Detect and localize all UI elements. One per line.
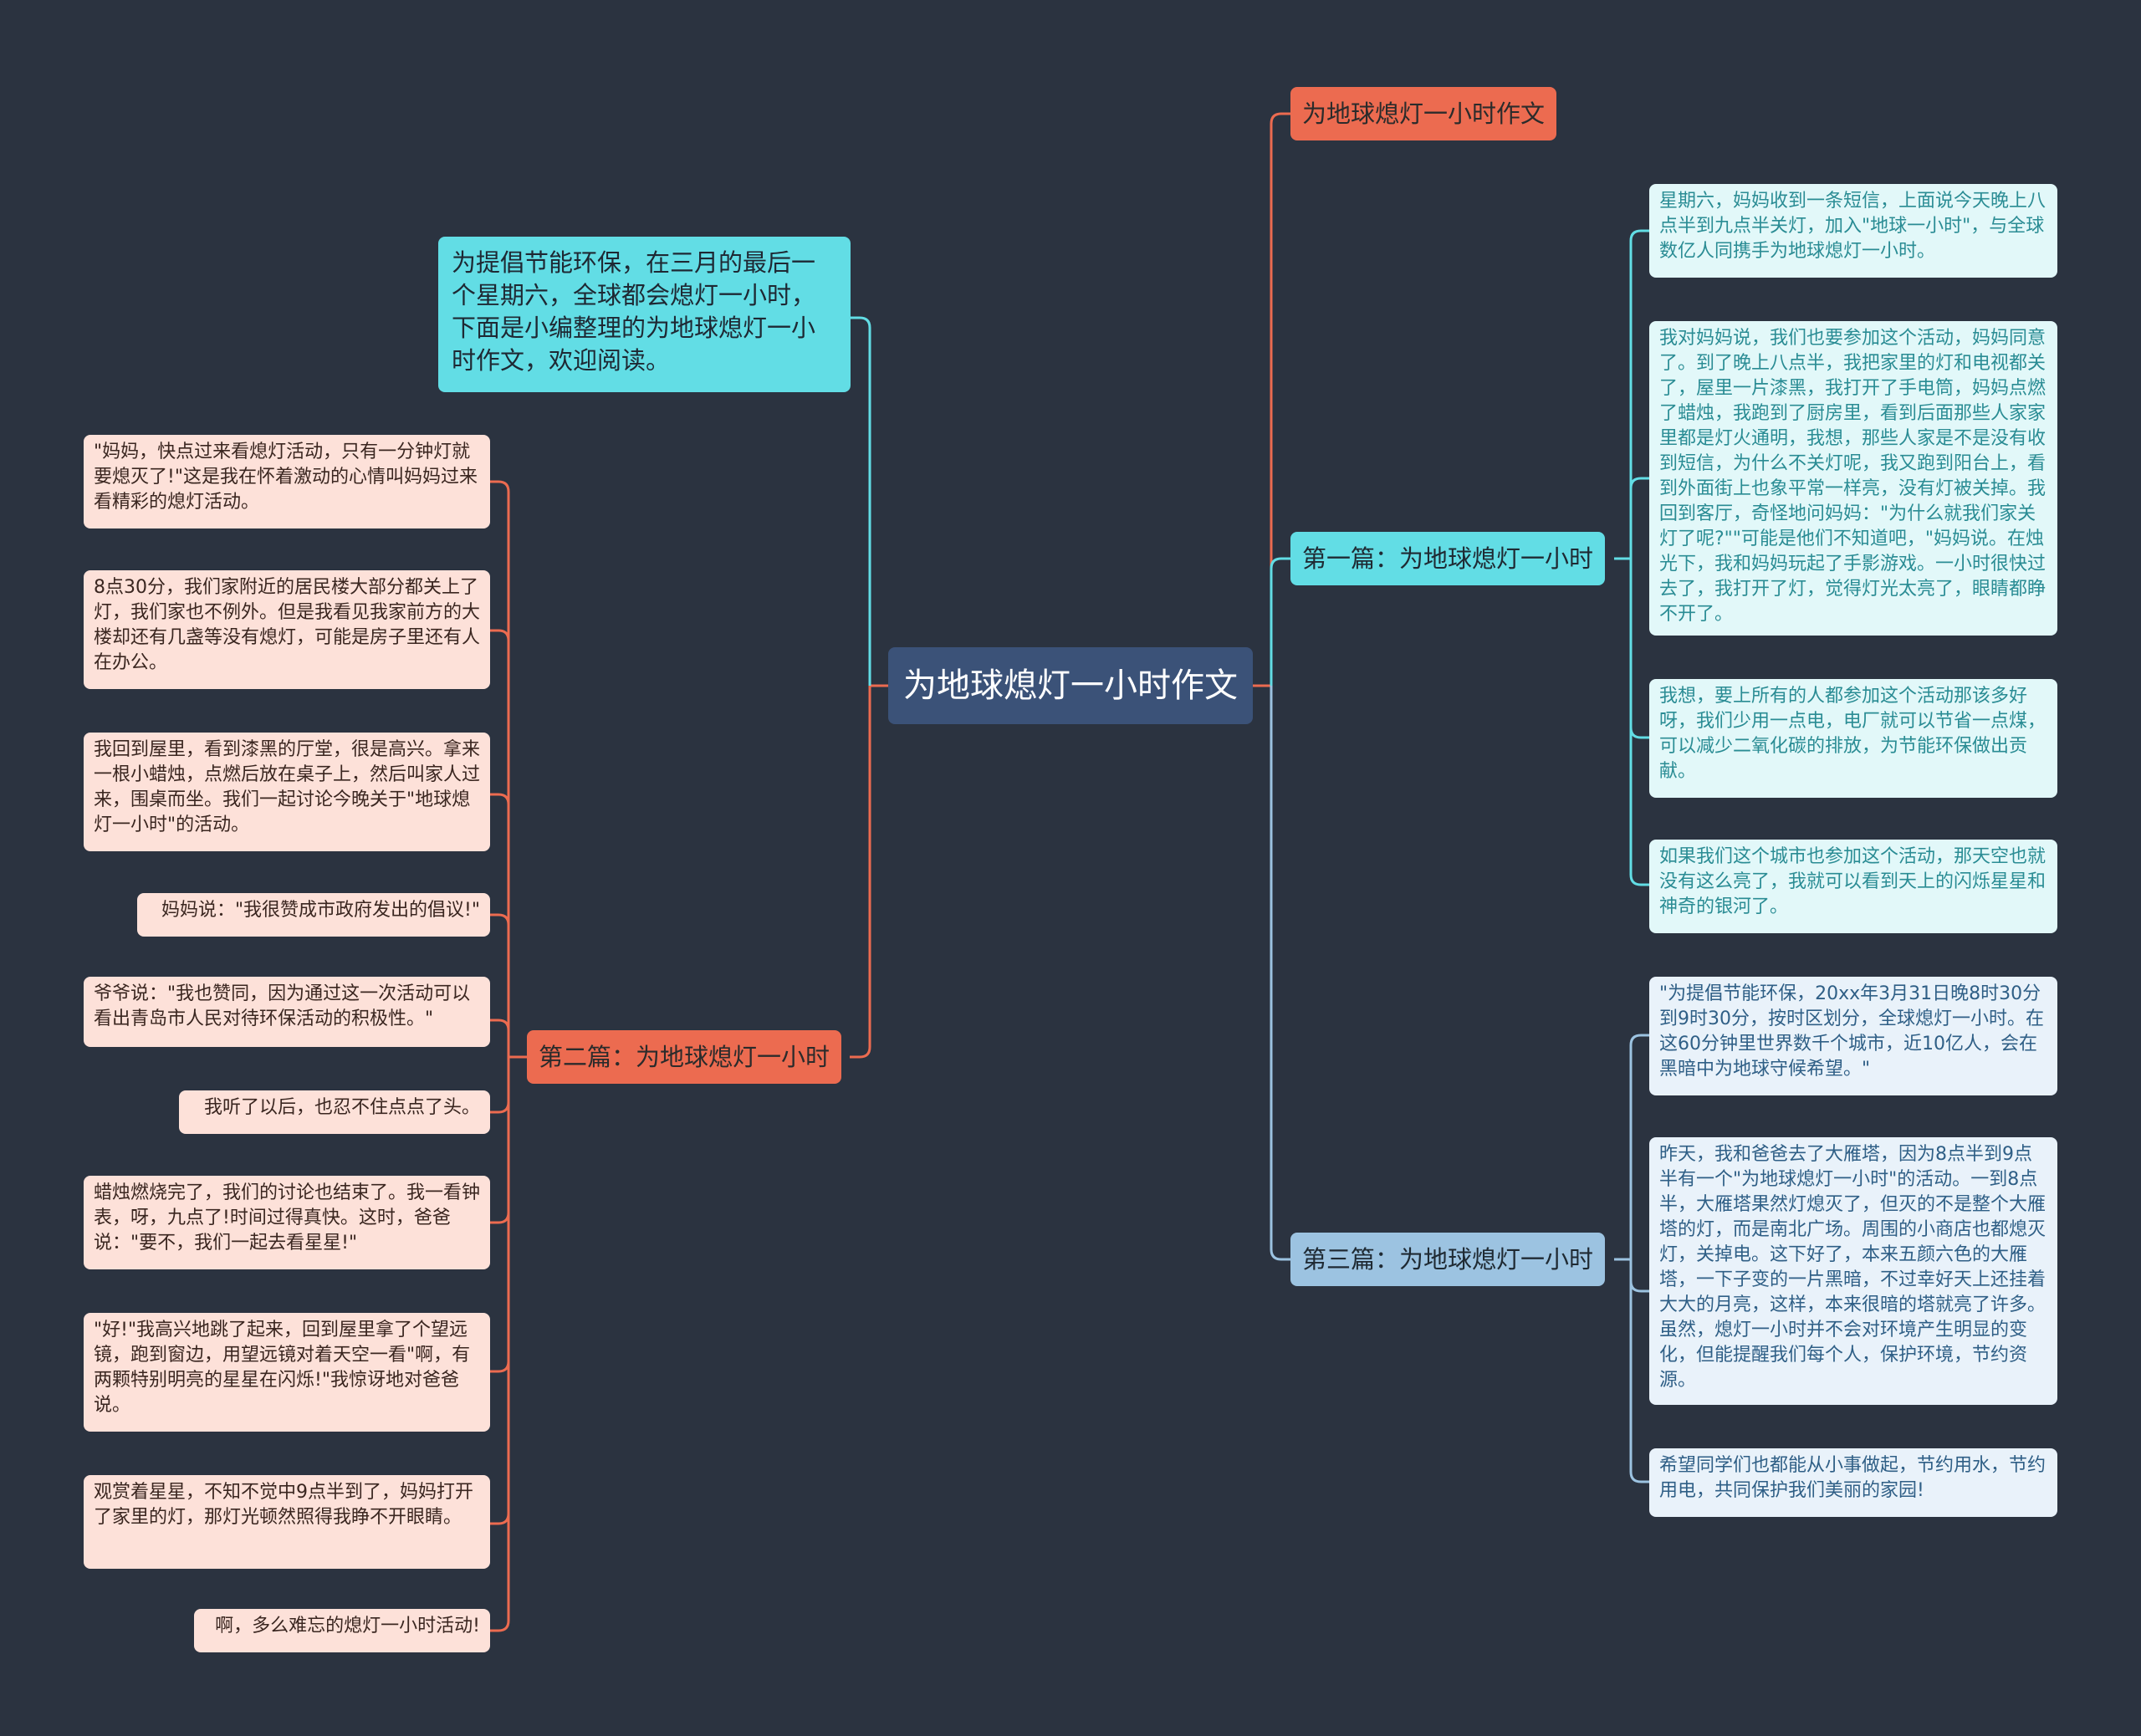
link-right-branch3 [1270, 686, 1290, 1261]
intro-node[interactable]: 为提倡节能环保，在三月的最后一个星期六，全球都会熄灯一小时，下面是小编整理的为地… [438, 237, 851, 392]
link-b1-leaf3 [1629, 559, 1649, 739]
branch-2-leaf-7[interactable]: 蜡烛燃烧完了，我们的讨论也结束了。我一看钟表，呀，九点了!时间过得真快。这时，爸… [84, 1176, 490, 1269]
link-b2-leaf4 [490, 913, 510, 1057]
link-b2-leaf1 [490, 480, 510, 1057]
top-branch[interactable]: 为地球熄灯一小时作文 [1290, 87, 1557, 140]
link-b2-leaf6 [490, 1057, 510, 1114]
branch-3[interactable]: 第三篇：为地球熄灯一小时 [1290, 1233, 1606, 1286]
link-b3-leaf1 [1629, 1034, 1649, 1259]
link-b3-leaf3 [1629, 1259, 1649, 1483]
link-b1-leaf2 [1629, 477, 1649, 559]
branch-2-leaf-2[interactable]: 8点30分，我们家附近的居民楼大部分都关上了灯，我们家也不例外。但是我看见我家前… [84, 570, 490, 689]
branch-3-leaf-2[interactable]: 昨天，我和爸爸去了大雁塔，因为8点半到9点半有一个"为地球熄灯一小时"的活动。一… [1649, 1137, 2057, 1405]
link-right-branch1 [1270, 557, 1290, 686]
link-b2-leaf2 [490, 629, 510, 1057]
link-b1-leaf4 [1629, 559, 1649, 886]
branch-1[interactable]: 第一篇：为地球熄灯一小时 [1290, 532, 1606, 585]
link-right-top [1270, 112, 1290, 686]
link-left-branch2 [850, 686, 871, 1059]
branch-2-leaf-4[interactable]: 妈妈说："我很赞成市政府发出的倡议!" [137, 893, 490, 937]
branch-1-leaf-2[interactable]: 我对妈妈说，我们也要参加这个活动，妈妈同意了。到了晚上八点半，我把家里的灯和电视… [1649, 321, 2057, 636]
link-b2-leaf7 [490, 1057, 510, 1224]
branch-3-leaf-1[interactable]: "为提倡节能环保，20xx年3月31日晚8时30分到9时30分，按时区划分，全球… [1649, 977, 2057, 1095]
link-b2-leaf8 [490, 1057, 510, 1373]
link-b2-leaf3 [490, 793, 510, 1057]
branch-2[interactable]: 第二篇：为地球熄灯一小时 [527, 1030, 842, 1084]
branch-3-leaf-3[interactable]: 希望同学们也都能从小事做起，节约用水，节约用电，共同保护我们美丽的家园! [1649, 1448, 2057, 1517]
branch-2-leaf-3[interactable]: 我回到屋里，看到漆黑的厅堂，很是高兴。拿来一根小蜡烛，点燃后放在桌子上，然后叫家… [84, 733, 490, 851]
branch-2-leaf-6[interactable]: 我听了以后，也忍不住点点了头。 [179, 1090, 490, 1134]
link-left-intro [851, 316, 871, 686]
link-b2-leaf10 [490, 1057, 510, 1632]
link-b1-leaf1 [1629, 229, 1649, 559]
branch-2-leaf-1[interactable]: "妈妈，快点过来看熄灯活动，只有一分钟灯就要熄灭了!"这是我在怀着激动的心情叫妈… [84, 435, 490, 528]
branch-2-leaf-5[interactable]: 爷爷说："我也赞同，因为通过这一次活动可以看出青岛市人民对待环保活动的积极性。" [84, 977, 490, 1047]
branch-1-leaf-4[interactable]: 如果我们这个城市也参加这个活动，那天空也就没有这么亮了，我就可以看到天上的闪烁星… [1649, 840, 2057, 933]
branch-2-leaf-9[interactable]: 观赏着星星，不知不觉中9点半到了，妈妈打开了家里的灯，那灯光顿然照得我睁不开眼睛… [84, 1475, 490, 1569]
link-b2-leaf5 [490, 1019, 510, 1057]
branch-1-leaf-1[interactable]: 星期六，妈妈收到一条短信，上面说今天晚上八点半到九点半关灯，加入"地球一小时"，… [1649, 184, 2057, 278]
branch-1-leaf-3[interactable]: 我想，要上所有的人都参加这个活动那该多好呀，我们少用一点电，电厂就可以节省一点煤… [1649, 679, 2057, 798]
branch-2-leaf-10[interactable]: 啊，多么难忘的熄灯一小时活动! [194, 1609, 490, 1652]
link-b2-leaf9 [490, 1057, 510, 1525]
link-b3-leaf2 [1629, 1259, 1649, 1293]
center-topic[interactable]: 为地球熄灯一小时作文 [888, 647, 1253, 724]
branch-2-leaf-8[interactable]: "好!"我高兴地跳了起来，回到屋里拿了个望远镜，跑到窗边，用望远镜对着天空一看"… [84, 1313, 490, 1432]
